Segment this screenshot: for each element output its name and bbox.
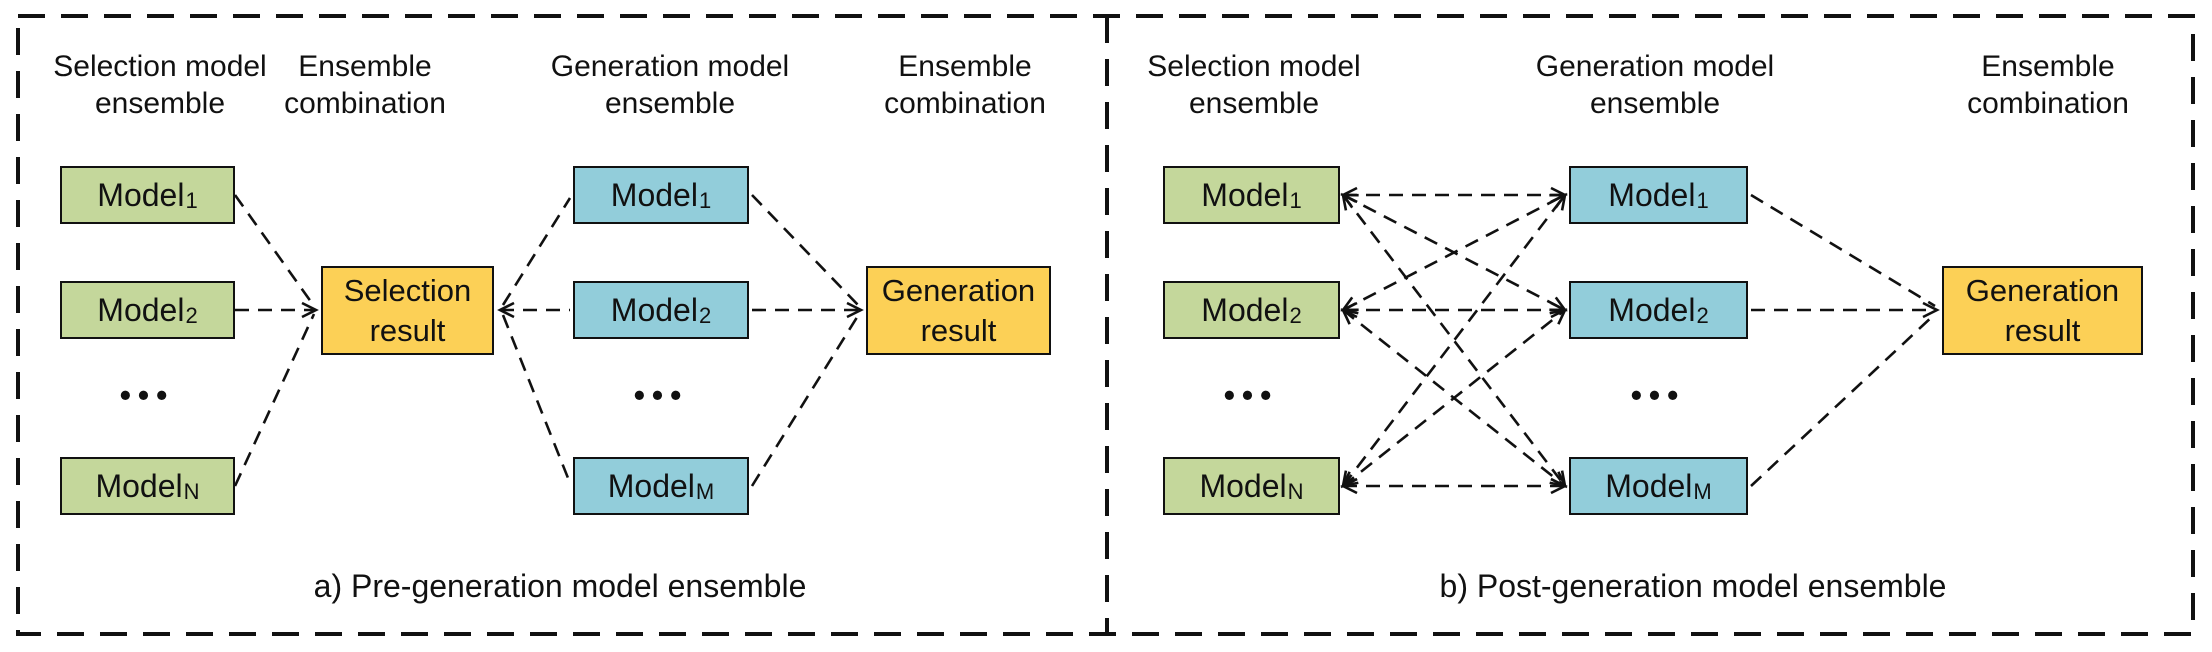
model-label: Model (1201, 291, 1289, 328)
model-label: Model (1608, 291, 1696, 328)
dashed-connector (233, 313, 316, 487)
panel-a-result-to-generation (497, 197, 572, 484)
model-label: Model (610, 291, 698, 328)
model-subscript: 2 (1289, 302, 1302, 328)
dashed-connector (751, 194, 860, 307)
dashed-connector (501, 314, 572, 484)
ellipsis-dots: ••• (1223, 377, 1279, 413)
model-subscript: N (1287, 478, 1304, 504)
generation-result-box: Generation result (1942, 266, 2143, 355)
model-label: Model (1608, 176, 1696, 213)
ellipsis-dots: ••• (1630, 377, 1686, 413)
header-ensemble-combination: Ensemble combination (1967, 50, 2129, 120)
model-subscript: M (1693, 478, 1712, 504)
panel-b-bipartite-connectors (1340, 186, 1568, 495)
ellipsis-dots: ••• (633, 377, 689, 413)
dashed-connector-double-arrow (1340, 308, 1568, 488)
header-selection-ensemble: Selection model ensemble (53, 50, 267, 120)
header-selection-ensemble: Selection model ensemble (1147, 50, 1361, 120)
dashed-connector (1750, 313, 1936, 487)
model-subscript: 2 (698, 302, 712, 328)
panel-a-generation-to-result (750, 194, 864, 487)
dashed-connector-double-arrow (1341, 192, 1567, 489)
header-ensemble-combination: Ensemble combination (284, 50, 446, 120)
model-subscript: M (695, 478, 715, 504)
model-label: Model (97, 176, 185, 213)
selection-result-box: Selection result (321, 266, 494, 355)
header-generation-ensemble: Generation model ensemble (550, 50, 790, 120)
dashed-connector (1750, 193, 1936, 308)
model-label: Model (610, 176, 698, 213)
model-subscript: 1 (185, 187, 198, 213)
dashed-connector (750, 313, 861, 487)
header-ensemble-combination: Ensemble combination (884, 50, 1046, 120)
dashed-connector (501, 197, 572, 306)
model-label: Model (1201, 176, 1289, 213)
model-subscript: 1 (698, 187, 712, 213)
panel-b-caption: b) Post-generation model ensemble (1439, 568, 1947, 604)
header-generation-ensemble: Generation model ensemble (1535, 50, 1775, 120)
model-label: Model (97, 291, 185, 328)
ellipsis-dots: ••• (119, 377, 175, 413)
model-subscript: N (183, 478, 200, 504)
model-label: Model (1605, 467, 1693, 504)
model-subscript: 1 (1289, 187, 1302, 213)
model-subscript: 2 (1696, 302, 1709, 328)
model-label: Model (95, 467, 183, 504)
panel-b-generation-to-result (1750, 193, 1940, 487)
generation-result-box: Generation result (866, 266, 1051, 355)
model-label: Model (607, 467, 695, 504)
model-subscript: 2 (185, 302, 198, 328)
panel-a-selection-to-result (233, 194, 319, 487)
model-subscript: 1 (1696, 187, 1709, 213)
model-label: Model (1199, 467, 1287, 504)
dashed-connector (233, 194, 316, 307)
panel-a-caption: a) Pre-generation model ensemble (313, 568, 807, 604)
